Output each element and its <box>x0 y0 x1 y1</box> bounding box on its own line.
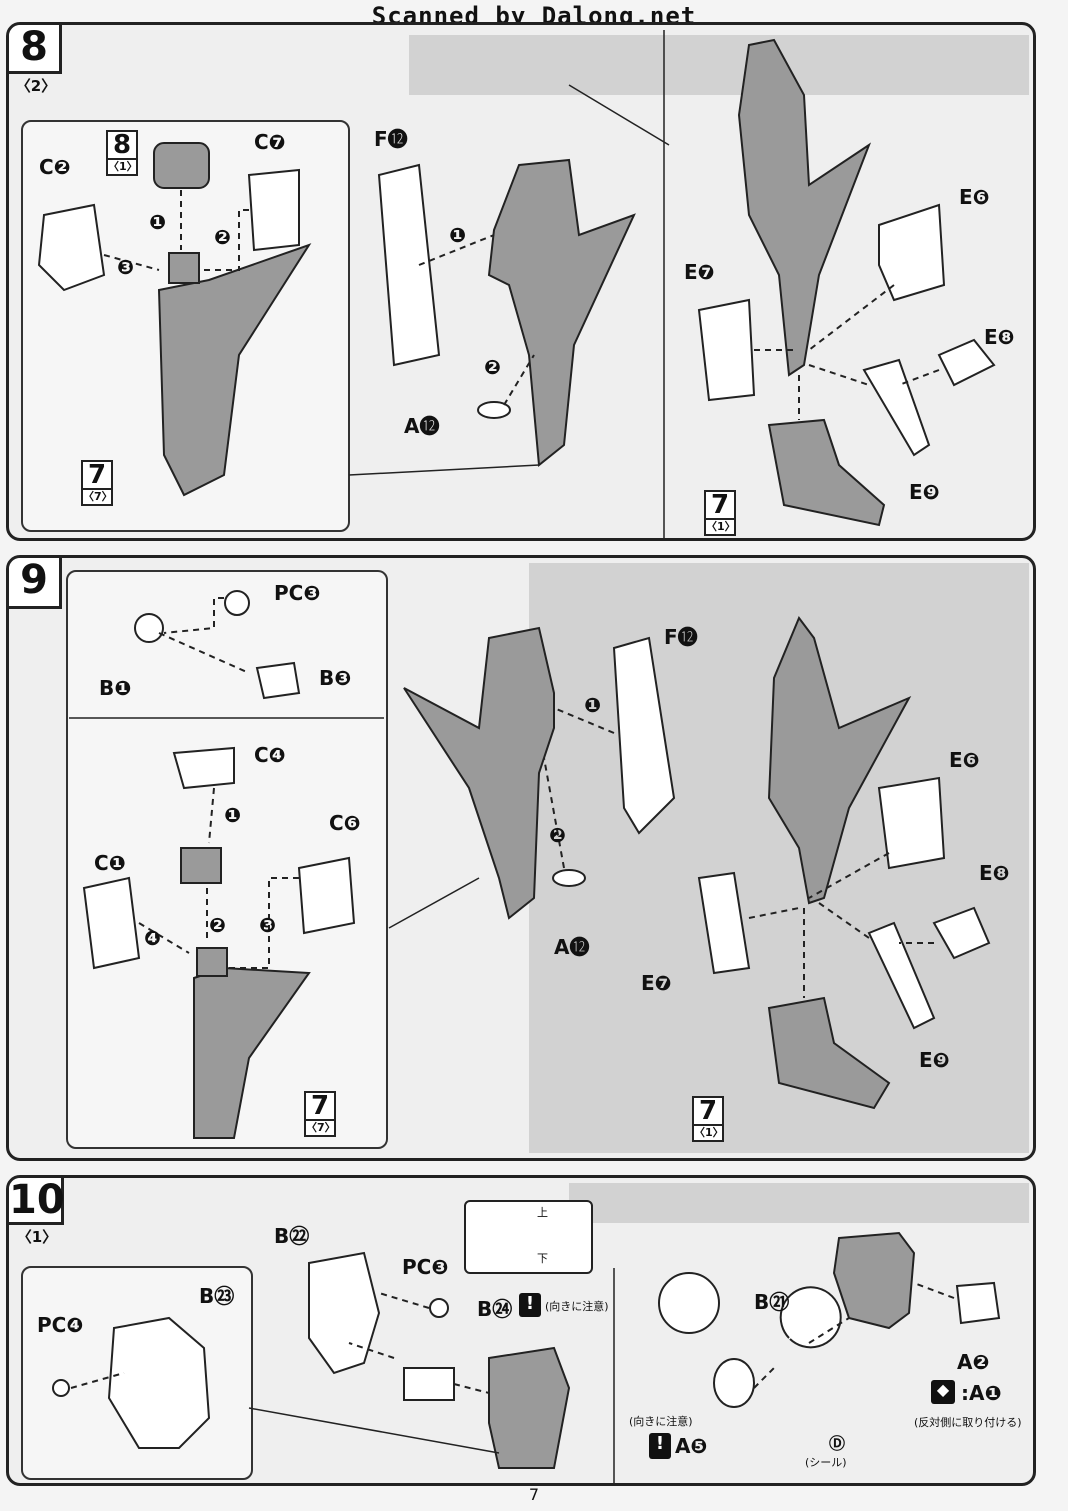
background-artwork <box>569 1183 1029 1223</box>
part-label-b24: B㉔ <box>477 1297 513 1321</box>
part-label-e9: E❾ <box>919 1048 950 1072</box>
step-number: 9 <box>9 558 62 609</box>
orientation-note: (向きに注意) <box>545 1300 609 1313</box>
ref-box-7-1: 7〈1〉 <box>704 490 736 536</box>
arrow-step-1b: ❶ <box>584 693 601 717</box>
part-label-a5: A❺ <box>675 1434 708 1458</box>
part-label-c7: C❼ <box>254 130 286 154</box>
ref-box-7-7: 7〈7〉 <box>304 1091 336 1137</box>
part-label-c4: C❹ <box>254 743 286 767</box>
mirror-icon: ◆ <box>931 1380 955 1404</box>
part-label-c2: C❷ <box>39 155 71 179</box>
orientation-note-2: (向きに注意) <box>629 1415 693 1428</box>
part-label-f12: F⓬ <box>664 625 698 649</box>
step-substep: 〈2〉 <box>15 77 57 95</box>
step-number: 10 <box>9 1177 65 1225</box>
arrow-step-3: ❸ <box>259 913 276 937</box>
arrow-step-2: ❷ <box>214 225 231 249</box>
part-label-a12: A⓬ <box>554 935 590 959</box>
part-label-b23: B㉓ <box>199 1284 235 1308</box>
arrow-step-2b: ❷ <box>484 355 501 379</box>
part-label-e8: E❽ <box>979 861 1010 885</box>
page-number: 7 <box>528 1485 540 1504</box>
opposite-side-note: (反対側に取り付ける) <box>914 1416 1022 1429</box>
ref-box-7-1: 7〈1〉 <box>692 1096 724 1142</box>
caution-icon-2: ! <box>649 1433 671 1459</box>
part-label-b1: B❶ <box>99 676 132 700</box>
part-label-c6: C❻ <box>329 811 361 835</box>
step-number: 8 <box>9 25 62 74</box>
step-substep: 〈1〉 <box>16 1228 58 1246</box>
arrow-step-2: ❷ <box>209 913 226 937</box>
caution-icon: ! <box>519 1293 541 1317</box>
sticker-note: (シール) <box>805 1456 847 1469</box>
arrow-step-1: ❶ <box>149 210 166 234</box>
arrow-step-2b: ❷ <box>549 823 566 847</box>
part-label-e8: E❽ <box>984 325 1015 349</box>
step-8-diagram <box>37 30 996 538</box>
part-label-c1: C❶ <box>94 851 126 875</box>
sticker-label-d: Ⓓ <box>829 1434 846 1453</box>
background-artwork <box>409 35 1029 95</box>
part-label-f12: F⓬ <box>374 127 408 151</box>
step-10-diagram <box>52 1231 1001 1483</box>
step-9-diagram <box>69 590 991 1139</box>
ref-box-8-1: 8〈1〉 <box>106 130 138 176</box>
arrow-step-1: ❶ <box>224 803 241 827</box>
part-label-b22: B㉒ <box>274 1224 310 1248</box>
part-label-b3: B❸ <box>319 666 352 690</box>
step-10-panel: 10 〈1〉 上 下 B㉒ PC❸ B㉓ PC❹ B㉔ ! (向きに注意) B㉑… <box>6 1175 1036 1486</box>
part-label-e9: E❾ <box>909 480 940 504</box>
part-label-a1: :A❶ <box>961 1381 1002 1405</box>
part-label-pcd: PC❹ <box>37 1313 84 1337</box>
part-label-pcc: PC❸ <box>402 1255 449 1279</box>
part-label-e6: E❻ <box>959 185 990 209</box>
part-label-pcb: PC❸ <box>274 581 321 605</box>
part-label-a2: A❷ <box>957 1350 990 1374</box>
part-label-e7: E❼ <box>641 971 672 995</box>
part-label-e7: E❼ <box>684 260 715 284</box>
arrow-step-4: ❹ <box>144 926 161 950</box>
step-8-panel: 8 〈2〉 C❷ C❼ F⓬ A⓬ E❻ E❼ <box>6 22 1036 541</box>
orientation-down: 下 <box>537 1252 548 1265</box>
part-label-a12: A⓬ <box>404 414 440 438</box>
arrow-step-3: ❸ <box>117 255 134 279</box>
part-label-b21: B㉑ <box>754 1290 790 1314</box>
part-label-e6: E❻ <box>949 748 980 772</box>
arrow-step-1b: ❶ <box>449 223 466 247</box>
orientation-diagram <box>464 1200 593 1274</box>
step-9-panel: 9 <box>6 555 1036 1161</box>
orientation-up: 上 <box>537 1206 548 1219</box>
ref-box-7-7: 7〈7〉 <box>81 460 113 506</box>
